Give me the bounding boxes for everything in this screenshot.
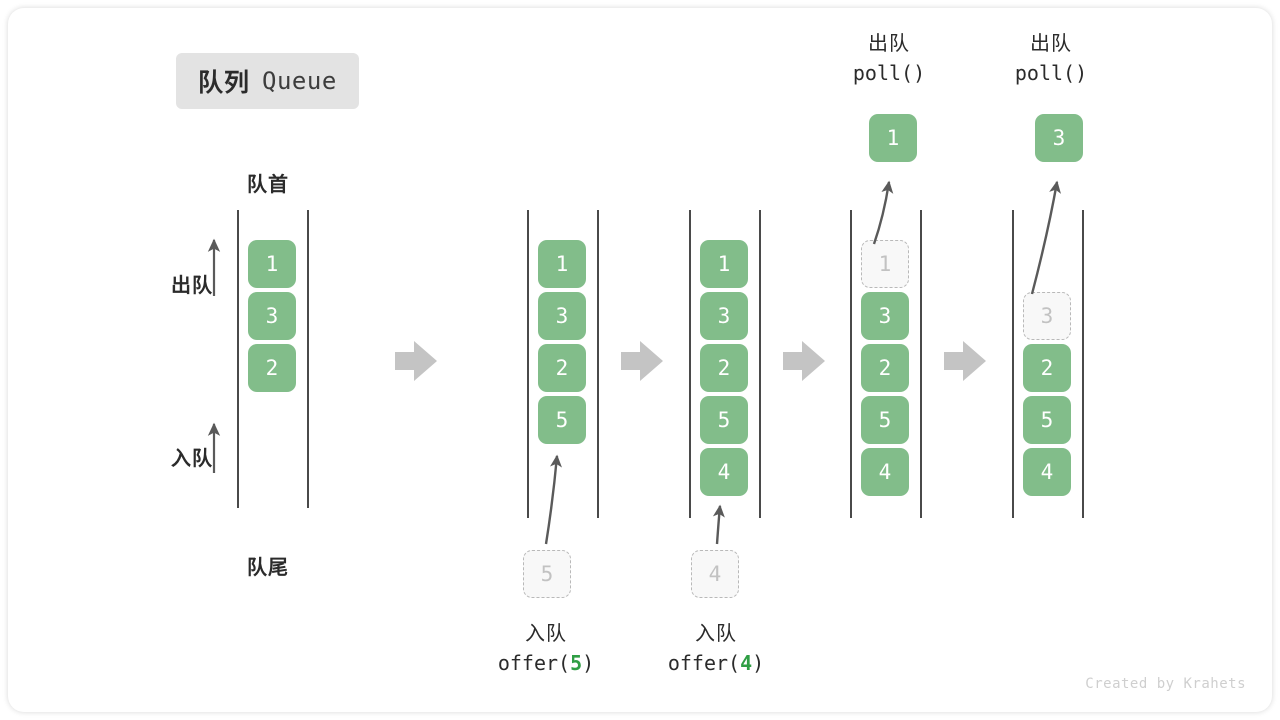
rail-right (307, 210, 309, 508)
code-argument: 4 (740, 651, 753, 675)
code-suffix: ) (752, 651, 765, 675)
diagram-card: 队列 Queue 队首 队尾 出队 入队 1 3 2 1 3 2 5 1 3 2… (8, 8, 1272, 712)
operation-name-cn: 出队 (1030, 33, 1072, 55)
queue-column-after-offer-4: 1 3 2 5 4 (689, 210, 767, 518)
code-prefix: offer( (497, 651, 571, 675)
rail-left (1012, 210, 1014, 518)
operation-caption-offer-4: 入队 offer(4) (616, 620, 816, 678)
queue-column-after-poll-1: 1 3 2 5 4 (850, 210, 928, 518)
operation-caption-offer-5: 入队 offer(5) (446, 620, 646, 678)
polled-result-box-3: 3 (1035, 114, 1083, 162)
code-suffix: ) (582, 651, 595, 675)
operation-caption-poll-1: 出队 poll() (789, 30, 989, 88)
diagram-title-badge: 队列 Queue (176, 53, 359, 109)
code-prefix: offer( (667, 651, 741, 675)
queue-cell: 5 (538, 396, 586, 444)
step-arrow-1 (395, 341, 437, 381)
queue-cell: 1 (248, 240, 296, 288)
operation-code: offer(5) (446, 649, 646, 678)
queue-cell: 3 (248, 292, 296, 340)
queue-tail-label: 队尾 (247, 557, 289, 579)
operation-code: poll() (1014, 61, 1088, 85)
operation-name-cn: 入队 (695, 623, 737, 645)
incoming-ghost-box-5: 5 (523, 550, 571, 598)
queue-cell: 4 (700, 448, 748, 496)
queue-column-initial: 1 3 2 (237, 210, 315, 508)
dequeue-direction-label: 出队 (171, 275, 213, 297)
queue-cell: 2 (538, 344, 586, 392)
operation-caption-poll-3: 出队 poll() (951, 30, 1151, 88)
incoming-ghost-box-4: 4 (691, 550, 739, 598)
queue-cell: 2 (1023, 344, 1071, 392)
step-arrow-2 (621, 341, 663, 381)
queue-cell: 3 (538, 292, 586, 340)
operation-code: poll() (852, 61, 926, 85)
operation-name-cn: 入队 (525, 623, 567, 645)
queue-cell: 5 (1023, 396, 1071, 444)
rail-left (527, 210, 529, 518)
queue-cell: 2 (700, 344, 748, 392)
title-en: Queue (262, 67, 337, 95)
queue-cell: 3 (700, 292, 748, 340)
enqueue-direction-label: 入队 (171, 448, 213, 470)
queue-cell: 3 (861, 292, 909, 340)
watermark-credit: Created by Krahets (1085, 676, 1246, 692)
queue-cell: 1 (700, 240, 748, 288)
queue-cell: 2 (248, 344, 296, 392)
queue-cell: 5 (861, 396, 909, 444)
code-argument: 5 (570, 651, 583, 675)
queue-cell: 4 (1023, 448, 1071, 496)
step-arrow-4 (944, 341, 986, 381)
operation-code: offer(4) (616, 649, 816, 678)
operation-name-cn: 出队 (868, 33, 910, 55)
step-arrow-3 (783, 341, 825, 381)
rail-left (850, 210, 852, 518)
queue-cell: 4 (861, 448, 909, 496)
rail-right (759, 210, 761, 518)
title-cn: 队列 (198, 69, 251, 97)
rail-right (920, 210, 922, 518)
queue-cell: 5 (700, 396, 748, 444)
queue-column-after-poll-3: 3 2 5 4 (1012, 210, 1090, 518)
rail-right (1082, 210, 1084, 518)
rail-left (237, 210, 239, 508)
queue-cell-ghost: 1 (861, 240, 909, 288)
queue-cell-ghost: 3 (1023, 292, 1071, 340)
rail-left (689, 210, 691, 518)
queue-head-label: 队首 (247, 174, 289, 196)
queue-cell: 2 (861, 344, 909, 392)
polled-result-box-1: 1 (869, 114, 917, 162)
queue-column-after-offer-5: 1 3 2 5 (527, 210, 605, 518)
rail-right (597, 210, 599, 518)
queue-cell: 1 (538, 240, 586, 288)
